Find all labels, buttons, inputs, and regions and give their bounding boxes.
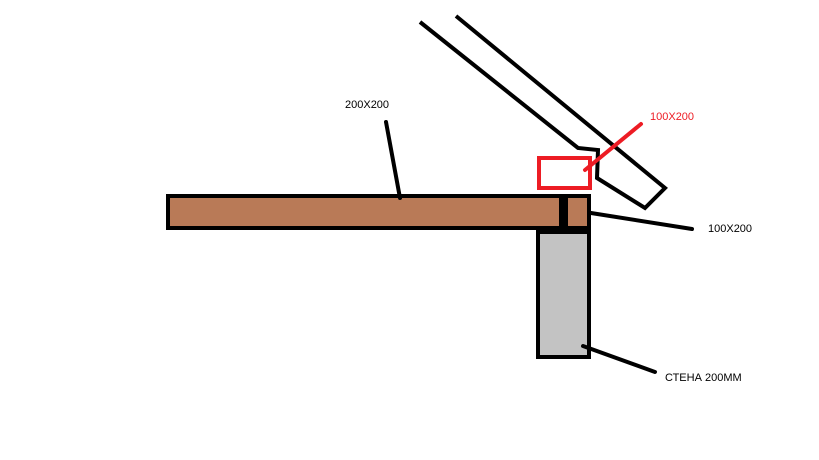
label-post: 100X200 [708,223,753,235]
leader-red-block [583,122,643,172]
label-beam: 200X200 [345,99,390,111]
leader-beam [384,120,402,200]
beam-200x200 [166,194,591,230]
red-block-100x200 [537,156,592,190]
label-wall: СТЕНА 200ММ [665,372,742,384]
leader-post [589,211,694,231]
label-red-block: 100X200 [650,111,695,123]
leader-wall [581,344,657,374]
wall [536,230,591,359]
rafter [418,14,668,211]
beam-divider [559,196,568,228]
